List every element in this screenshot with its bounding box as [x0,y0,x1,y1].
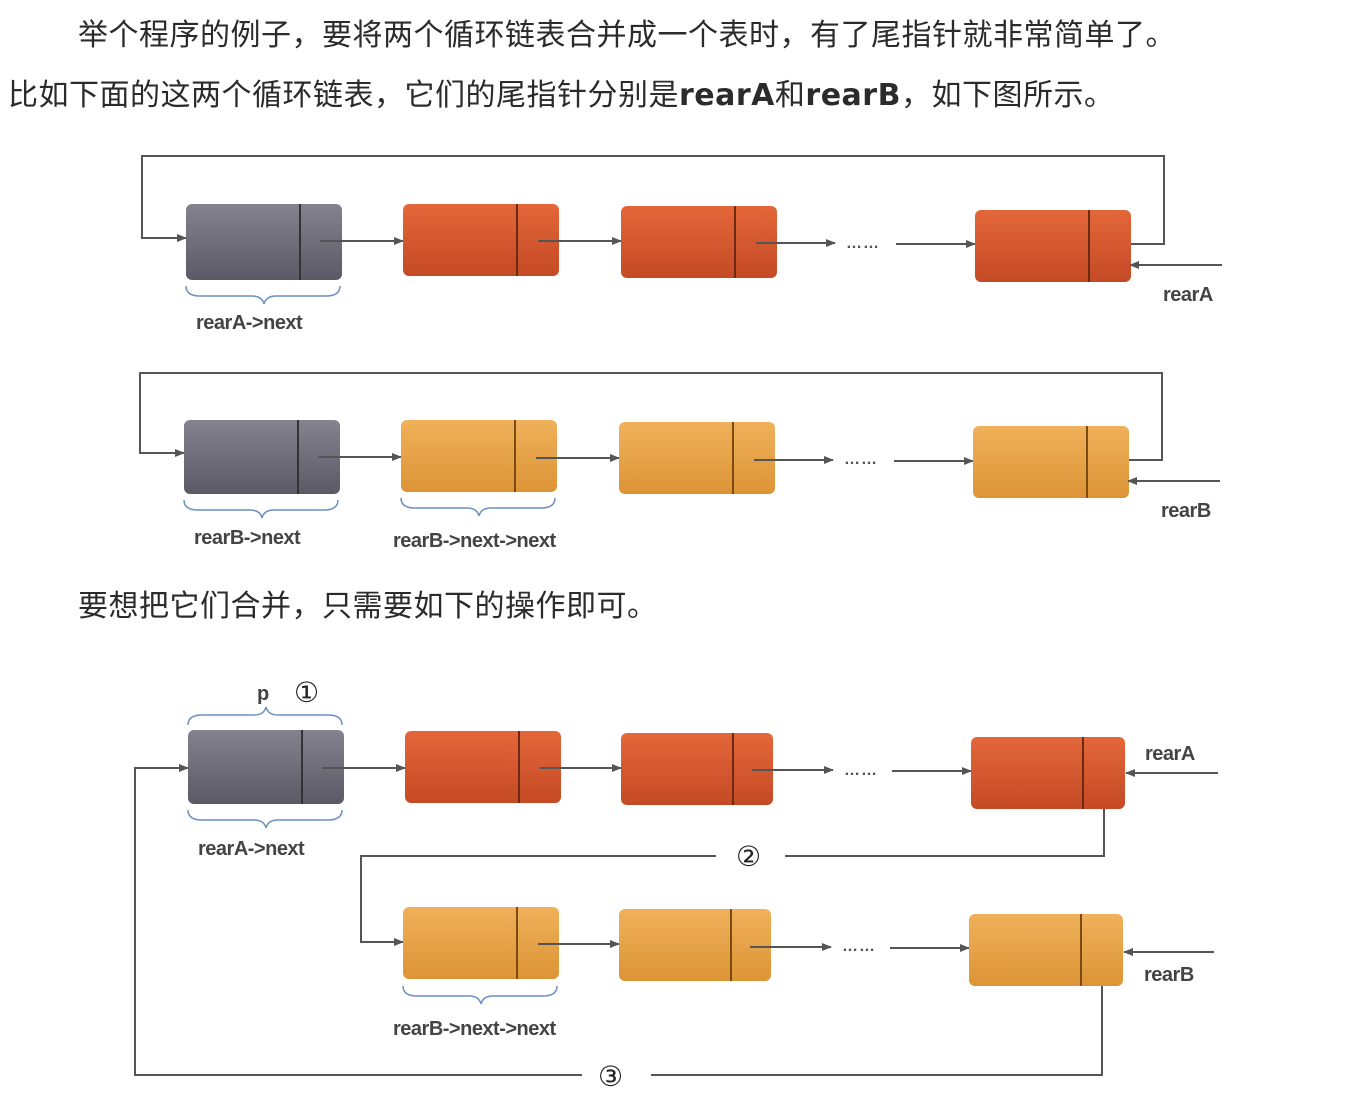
node-m-b-tail [969,914,1123,986]
intro-rearB-term: rearB [805,78,901,113]
node-head-merge [188,730,344,804]
merge-paragraph: 要想把它们合并，只需要如下的操作即可。 [8,577,658,637]
merge-line-1: 要想把它们合并，只需要如下的操作即可。 [78,589,658,624]
brace-rearA-next-merge [187,809,343,829]
ellipsis-a: …… [846,235,880,252]
intro-and-text: 和 [774,78,806,113]
node-a-2 [621,206,777,278]
node-m-a-2 [621,733,773,805]
intro-paragraph: 举个程序的例子，要将两个循环链表合并成一个表时，有了尾指针就非常简单了。 比如下… [8,6,1176,126]
label-rearB-next: rearB->next [194,527,301,549]
brace-p [187,706,343,726]
intro-line-1: 举个程序的例子，要将两个循环链表合并成一个表时，有了尾指针就非常简单了。 [78,18,1176,53]
ellipsis-merge-a: …… [844,762,878,779]
wrap-link-a [141,155,1165,245]
intro-line-2-text: 比如下面的这两个循环链表，它们的尾指针分别是 [8,78,679,113]
link-step-3-left [134,764,582,1076]
label-rearB-merge: rearB [1144,964,1194,986]
diagram-list-a: …… rearA rearA->next [141,155,1222,334]
node-head-b [184,420,340,494]
ellipsis-b: …… [844,451,878,468]
node-m-b-2 [619,909,771,981]
node-a-tail [975,210,1131,282]
label-rearA: rearA [1163,284,1213,306]
node-b-tail [973,426,1129,498]
step-3-marker: ③ [598,1060,623,1093]
ellipsis-merge-b: …… [842,938,876,955]
step-1-marker: ① [294,676,319,709]
link-step-2-right [785,809,1105,857]
label-rearA-next-merge: rearA->next [198,838,305,860]
label-rearB-next-next-merge: rearB->next->next [393,1018,557,1040]
node-head-a [186,204,342,280]
node-a-1 [403,204,559,276]
brace-rearB-next-next-merge [402,985,558,1005]
step-2-marker: ② [736,840,761,873]
node-b-1 [401,420,557,492]
label-rearB: rearB [1161,500,1211,522]
node-b-2 [619,422,775,494]
diagram-merge: p ① …… rearA rearA->next ② [134,676,1218,1093]
intro-line-2-end: ，如下图所示。 [900,78,1115,113]
diagram-list-b: …… rearB rearB->next rearB->next->next [139,372,1220,552]
brace-rearB-next-next [400,497,556,517]
label-p: p [257,683,269,705]
node-m-b-1 [403,907,559,979]
label-rearA-merge: rearA [1145,743,1195,765]
link-step-2-left [360,855,716,946]
label-rearA-next: rearA->next [196,312,303,334]
intro-line-2: 比如下面的这两个循环链表，它们的尾指针分别是rearA和rearB，如下图所示。 [8,66,1176,126]
brace-rearA-next [185,285,341,305]
wrap-link-b [139,372,1163,461]
label-rearB-next-next: rearB->next->next [393,530,557,552]
intro-rearA-term: rearA [679,78,775,113]
node-m-a-1 [405,731,561,803]
link-step-3-right [651,986,1103,1076]
node-m-a-tail [971,737,1125,809]
brace-rearB-next [183,499,339,519]
